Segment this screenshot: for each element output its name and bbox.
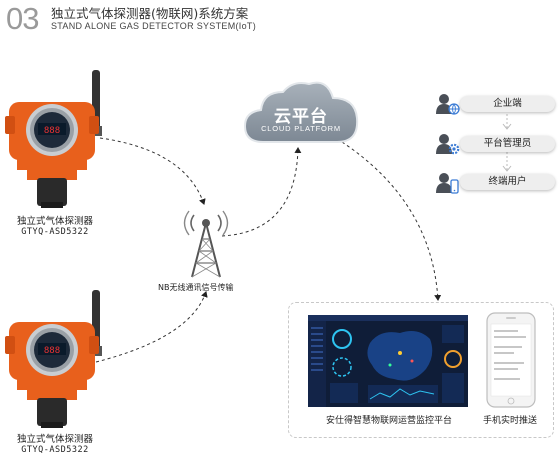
cloud-subtitle: CLOUD PLATFORM — [261, 124, 341, 133]
admin-user-icon — [436, 134, 460, 155]
device2-to-tower-arrow — [95, 291, 208, 363]
device-model-2: GTYQ-ASD5322 — [21, 445, 89, 455]
cloud-icon — [243, 81, 359, 143]
enterprise-user-icon — [436, 94, 460, 115]
role-enterprise: 企业端 — [460, 96, 555, 112]
mobile-phone-image — [486, 312, 536, 408]
gas-detector-image-2: 888 — [5, 290, 102, 428]
device-label-2: 独立式气体探测器 — [16, 434, 93, 445]
platform-panel — [288, 302, 554, 438]
gas-detector-image-1: 888 — [5, 70, 102, 208]
page-subtitle: STAND ALONE GAS DETECTOR SYSTEM(IoT) — [51, 21, 256, 31]
tower-label: NB无线通讯信号传输 — [158, 283, 234, 292]
svg-text:888: 888 — [44, 346, 60, 356]
terminal-user-icon — [436, 173, 459, 194]
role-admin: 平台管理员 — [460, 136, 555, 152]
cloud-to-platform-arrow — [341, 141, 442, 301]
section-number: 03 — [6, 1, 39, 36]
device-label-1: 独立式气体探测器 — [16, 216, 93, 227]
monitoring-platform-caption: 安仕得智慧物联网运营监控平台 — [326, 416, 453, 426]
page-title: 独立式气体探测器(物联网)系统方案 — [51, 6, 249, 21]
signal-tower-icon — [183, 210, 229, 278]
monitoring-dashboard-image — [308, 315, 468, 407]
cloud-title: 云平台 — [274, 107, 328, 127]
svg-text:888: 888 — [44, 126, 60, 136]
tower-to-cloud-arrow — [221, 147, 302, 237]
device-model-1: GTYQ-ASD5322 — [21, 227, 89, 237]
role-terminal-user: 终端用户 — [460, 174, 555, 190]
phone-push-caption: 手机实时推送 — [483, 416, 538, 426]
device1-to-tower-arrow — [99, 137, 206, 205]
